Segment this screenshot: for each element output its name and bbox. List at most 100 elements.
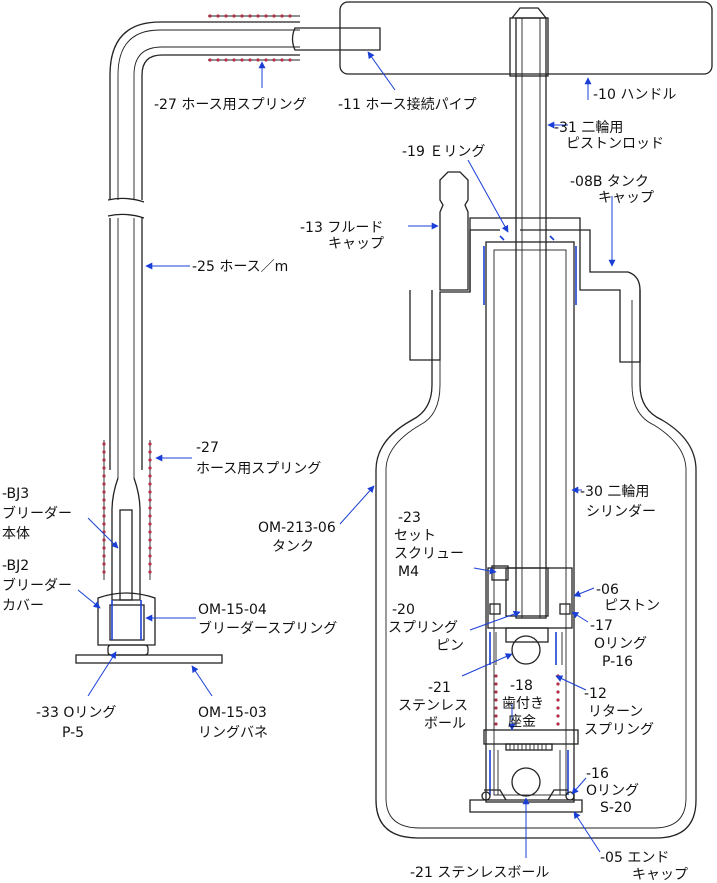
spring-coil-dot	[148, 442, 152, 446]
label-p20-1: -20	[392, 602, 415, 618]
spring-coil-dot	[224, 14, 228, 18]
spring-coil-dot	[102, 538, 106, 542]
label-p06-1: -06	[596, 582, 619, 598]
label-p13-2: キャップ	[328, 236, 384, 252]
label-p18-3: 座金	[508, 714, 536, 730]
spring-coil-dot	[148, 506, 152, 510]
spring-coil-dot	[272, 58, 276, 62]
spring-coil-dot	[148, 474, 152, 478]
spring-coil-dot	[148, 498, 152, 502]
label-p20-2: スプリング	[388, 620, 458, 636]
bleeder	[75, 477, 223, 664]
spring-coil-dot	[556, 714, 560, 718]
spring-coil-dot	[102, 498, 106, 502]
spring-coil-dot	[148, 562, 152, 566]
spring-coil-dot	[248, 14, 252, 18]
spring-coil-dot	[102, 458, 106, 462]
spring-coil-dot	[248, 58, 252, 62]
label-om1503-1: OM-15-03	[198, 705, 267, 721]
spring-coil-dot	[240, 14, 244, 18]
label-p16-3: S-20	[600, 800, 632, 816]
label-p30-1: -30 二輪用	[580, 483, 649, 500]
end-cap-assembly	[469, 729, 583, 813]
spring-coil-dot	[224, 58, 228, 62]
tank	[375, 290, 697, 839]
label-p16-2: Oリング	[586, 783, 639, 799]
label-om1503-2: リングバネ	[198, 725, 268, 741]
label-p10: -10 ハンドル	[593, 87, 676, 103]
label-p21-1: -21	[428, 680, 451, 696]
label-p23-3: スクリュー	[394, 546, 464, 562]
spring-coil-dot	[102, 554, 106, 558]
hose-assembly	[107, 21, 300, 478]
label-p17-1: -17	[590, 618, 613, 634]
label-bj3-1: -BJ3	[2, 486, 29, 502]
label-p33-1: -33 Oリング	[36, 705, 116, 721]
spring-coil-dot	[102, 570, 106, 574]
label-om21306-1: OM-213-06	[258, 520, 336, 536]
spring-coil-dot	[148, 466, 152, 470]
label-p27-top: -27 ホース用スプリング	[154, 97, 307, 113]
spring-coil-dot	[148, 530, 152, 534]
label-om21306-2: タンク	[272, 539, 314, 555]
spring-coil-dot	[102, 474, 106, 478]
label-p27-1: -27	[196, 440, 219, 456]
spring-coil-dot	[148, 546, 152, 550]
hose-spring-top	[208, 14, 300, 62]
label-p21-3: ボール	[424, 716, 466, 732]
label-p12-2: リターン	[588, 704, 643, 720]
hose-connect-pipe	[291, 27, 381, 51]
hose-spring-lower	[102, 440, 152, 580]
label-p21-2: ステンレス	[398, 698, 468, 714]
spring-coil-dot	[102, 562, 106, 566]
spring-coil-dot	[556, 690, 560, 694]
label-p30-2: シリンダー	[586, 504, 656, 520]
label-om1504-2: ブリーダースプリング	[198, 620, 337, 637]
label-p12-3: スプリング	[584, 722, 654, 738]
spring-coil-dot	[556, 706, 560, 710]
label-p05-2: キャップ	[632, 867, 688, 883]
spring-coil-dot	[102, 466, 106, 470]
piston-rod	[515, 17, 547, 619]
spring-coil-dot	[102, 522, 106, 526]
label-p19: -19 Ｅリング	[402, 144, 485, 160]
label-p18-2: 歯付き	[502, 696, 544, 712]
label-p12-1: -12	[584, 686, 607, 702]
label-p23-2: セット	[394, 528, 436, 544]
spring-coil-dot	[494, 722, 498, 726]
label-p20-3: ピン	[436, 638, 464, 654]
spring-coil-dot	[280, 14, 284, 18]
label-p27-2: ホース用スプリング	[196, 461, 321, 477]
spring-coil-dot	[264, 14, 268, 18]
spring-coil-dot	[148, 450, 152, 454]
spring-coil-dot	[148, 482, 152, 486]
label-om1504-1: OM-15-04	[198, 602, 267, 618]
spring-coil-dot	[216, 14, 220, 18]
spring-coil-dot	[272, 14, 276, 18]
label-bj2-1: -BJ2	[2, 558, 29, 574]
label-bj2-3: カバー	[2, 598, 44, 614]
label-bj3-3: 本体	[2, 526, 30, 542]
spring-coil-dot	[240, 58, 244, 62]
ball-upper	[489, 627, 563, 665]
label-p23-1: -23	[398, 510, 421, 526]
label-p21b: -21 ステンレスボール	[410, 865, 549, 881]
spring-coil-dot	[256, 14, 260, 18]
spring-coil-dot	[264, 58, 268, 62]
label-p17-3: P-16	[602, 654, 633, 670]
spring-coil-dot	[556, 698, 560, 702]
spring-coil-dot	[148, 514, 152, 518]
spring-coil-dot	[208, 14, 212, 18]
spring-coil-dot	[288, 14, 292, 18]
spring-coil-dot	[494, 698, 498, 702]
label-p18-1: -18	[510, 678, 533, 694]
label-bj3-2: ブリーダー	[2, 505, 72, 522]
spring-coil-dot	[148, 538, 152, 542]
spring-coil-dot	[148, 458, 152, 462]
spring-coil-dot	[148, 554, 152, 558]
label-p08b-2: キャップ	[598, 190, 654, 206]
label-p33-2: P-5	[62, 725, 84, 741]
fluid-cap	[439, 171, 469, 291]
